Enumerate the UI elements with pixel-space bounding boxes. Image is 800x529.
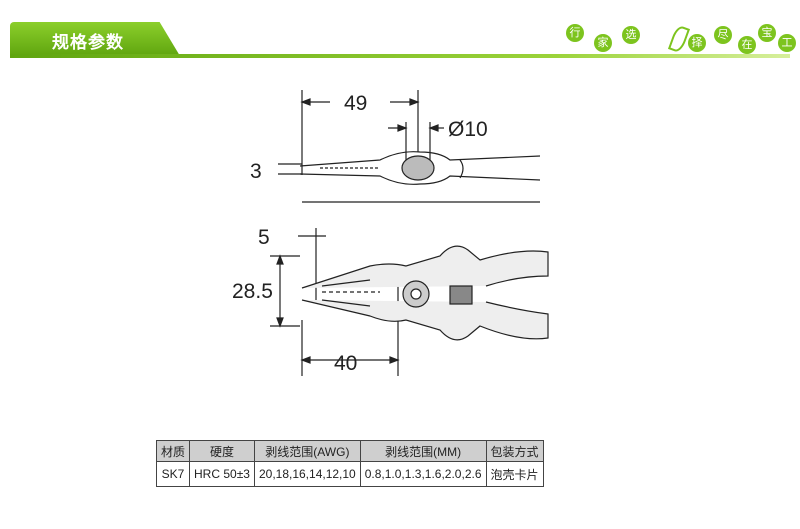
pliers-upper-handle	[301, 245, 549, 289]
section-tab	[10, 22, 180, 56]
slogan-char: 选	[622, 26, 640, 44]
dimension-label: 3	[250, 160, 262, 183]
dimension-label: 40	[334, 352, 357, 375]
dimension-label: 5	[258, 226, 270, 249]
slogan-char: 择	[688, 34, 706, 52]
table-cell: 泡壳卡片	[485, 461, 544, 487]
technical-drawing: 49 Ø10 3 5 28.5 40	[232, 90, 549, 376]
slogan-char: 工	[778, 34, 796, 52]
dimension-label: 28.5	[232, 280, 273, 303]
slogan-char: 宝	[758, 24, 776, 42]
brand-slogan: 行 家 选 择 尽 在 宝 工	[560, 18, 800, 54]
table-header: 包装方式	[485, 440, 544, 462]
slogan-char: 行	[566, 24, 584, 42]
leaf-icon	[667, 24, 691, 54]
table-header: 剥线范围(MM)	[359, 440, 487, 462]
slogan-char: 尽	[714, 26, 732, 44]
section-title: 规格参数	[52, 33, 124, 53]
table-cell: 20,18,16,14,12,10	[253, 461, 361, 487]
slogan-char: 家	[594, 34, 612, 52]
pliers-lower-handle	[301, 299, 549, 341]
dimension-label: Ø10	[448, 118, 488, 141]
slogan-char: 在	[738, 36, 756, 54]
table-cell: HRC 50±3	[189, 461, 255, 487]
spec-table: 材质 硬度 剥线范围(AWG) 剥线范围(MM) 包装方式 SK7 HRC 50…	[155, 440, 544, 487]
table-header: 硬度	[189, 440, 255, 462]
dimension-label: 49	[344, 92, 367, 115]
table-cell: SK7	[155, 461, 191, 487]
table-header: 剥线范围(AWG)	[253, 440, 361, 462]
table-header-row: 材质 硬度 剥线范围(AWG) 剥线范围(MM) 包装方式	[155, 440, 544, 462]
section-header: 规格参数 行 家 选 择 尽 在 宝 工	[0, 0, 800, 60]
header-underline	[10, 54, 790, 58]
table-header: 材质	[155, 440, 191, 462]
table-cell: 0.8,1.0,1.3,1.6,2.0,2.6	[359, 461, 487, 487]
spring-lock	[449, 285, 473, 305]
table-row: SK7 HRC 50±3 20,18,16,14,12,10 0.8,1.0,1…	[155, 461, 544, 487]
